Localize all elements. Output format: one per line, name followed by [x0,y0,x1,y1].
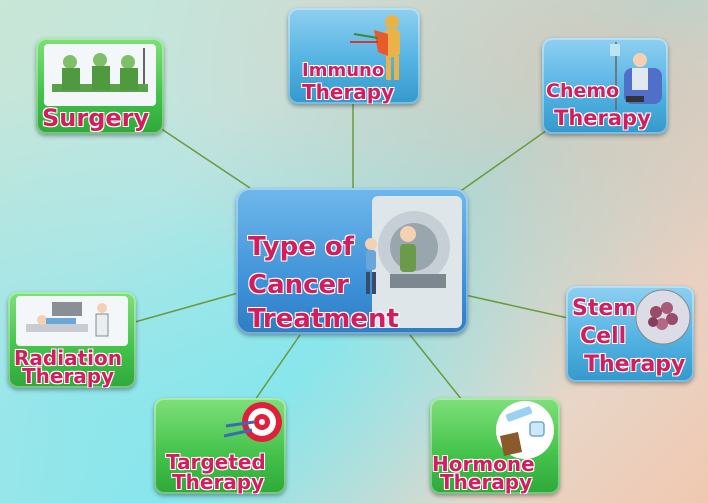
immuno-label-line2: Therapy [302,80,395,104]
radiation-machine-icon [26,302,109,337]
node-hormone-therapy[interactable]: Hormone Therapy [430,398,560,494]
node-radiation-therapy[interactable]: Radiation Therapy [8,292,136,388]
mri-scanner-icon [364,192,466,332]
connector-stemcell [464,294,569,319]
immune-body-icon [348,12,418,82]
stem-cell-icon [634,288,692,346]
node-surgery[interactable]: Surgery [36,38,164,134]
immuno-label-line1: Immuno [302,60,385,81]
node-targeted-therapy[interactable]: Targeted Therapy [154,398,286,494]
targeted-label-line2: Therapy [172,470,265,494]
hormone-label-line1: Hormone [432,452,535,476]
iv-patient-icon [604,40,666,112]
connector-radiation [134,292,239,323]
hormone-injection-icon [494,400,556,460]
connector-hormone [409,334,463,401]
node-immuno-therapy[interactable]: Immuno Therapy [288,8,420,104]
surgeons-icon [52,48,148,92]
connector-surgery [159,127,251,189]
stemcell-label-line1: Stem [572,296,637,321]
center-title-line3: Treatment [248,304,399,334]
surgery-illustration [44,44,156,106]
center-node[interactable]: Type of Cancer Treatment [236,188,468,334]
chemo-label-line1: Chemo [546,80,620,102]
surgery-label: Surgery [42,104,150,132]
targeted-label-line1: Targeted [166,450,266,474]
hormone-label-line2: Therapy [440,470,533,494]
node-stem-cell-therapy[interactable]: Stem Cell Therapy [566,286,694,382]
center-title-line2: Cancer [248,270,350,300]
stemcell-label-line3: Therapy [584,352,686,377]
node-chemo-therapy[interactable]: Chemo Therapy [542,38,668,134]
center-title-line1: Type of [248,232,355,262]
radiation-label-line2: Therapy [22,364,115,388]
radiation-illustration [16,296,128,346]
connector-chemo [454,127,551,196]
stemcell-label-line2: Cell [580,324,627,349]
chemo-label-line2: Therapy [554,106,651,130]
connector-targeted [254,334,301,401]
radiation-label-line1: Radiation [14,346,122,370]
target-darts-icon [220,400,284,454]
